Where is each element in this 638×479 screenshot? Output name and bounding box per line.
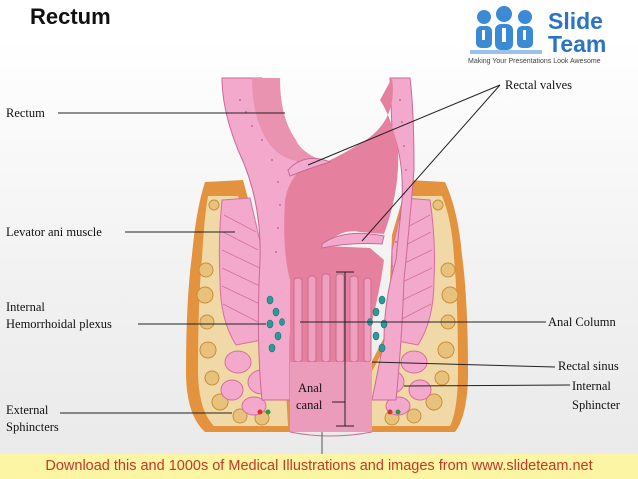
label-levator-ani-muscle: Levator ani muscle bbox=[6, 225, 102, 239]
label-internal-hemorrhoidal-plexus-2: Hemorrhoidal plexus bbox=[6, 317, 112, 331]
right-rectal-wall bbox=[371, 77, 415, 401]
vessel-dots bbox=[257, 409, 401, 415]
label-external-sphincters-1: External bbox=[6, 403, 49, 417]
lower-rectal-valve bbox=[321, 232, 385, 249]
people-logo-icon bbox=[470, 6, 542, 54]
rectal-lumen bbox=[252, 78, 399, 392]
logo-word-slide: Slide bbox=[548, 8, 603, 34]
label-internal-sphincter-2: Sphincter bbox=[572, 398, 620, 412]
label-external-sphincters-2: Sphincters bbox=[6, 420, 59, 434]
label-anal-canal-2: canal bbox=[296, 398, 323, 412]
footer-banner[interactable]: Download this and 1000s of Medical Illus… bbox=[0, 454, 638, 479]
anal-columns bbox=[293, 273, 372, 363]
slideteam-logo: Slide Team Making Your Presentations Loo… bbox=[468, 4, 628, 70]
label-anal-column: Anal Column bbox=[548, 315, 616, 329]
label-internal-hemorrhoidal-plexus-1: Internal bbox=[6, 300, 45, 314]
left-levator-muscle bbox=[218, 197, 263, 346]
label-rectal-valves: Rectal valves bbox=[505, 78, 572, 92]
label-rectum: Rectum bbox=[6, 106, 45, 120]
anal-canal bbox=[290, 362, 372, 432]
label-anal-canal-1: Anal bbox=[298, 381, 323, 395]
page-title: Rectum bbox=[30, 4, 111, 29]
logo-word-team: Team bbox=[548, 31, 607, 57]
logo-tagline: Making Your Presentations Look Awesome bbox=[468, 58, 601, 65]
upper-rectal-valve bbox=[287, 157, 332, 177]
lumen-highlight bbox=[252, 78, 316, 162]
label-rectal-sinus: Rectal sinus bbox=[558, 359, 619, 373]
hemorrhoidal-plexus bbox=[266, 295, 388, 353]
leader-lines bbox=[58, 84, 571, 427]
label-internal-sphincter-1: Internal bbox=[572, 379, 611, 393]
footer-text[interactable]: Download this and 1000s of Medical Illus… bbox=[45, 458, 593, 474]
